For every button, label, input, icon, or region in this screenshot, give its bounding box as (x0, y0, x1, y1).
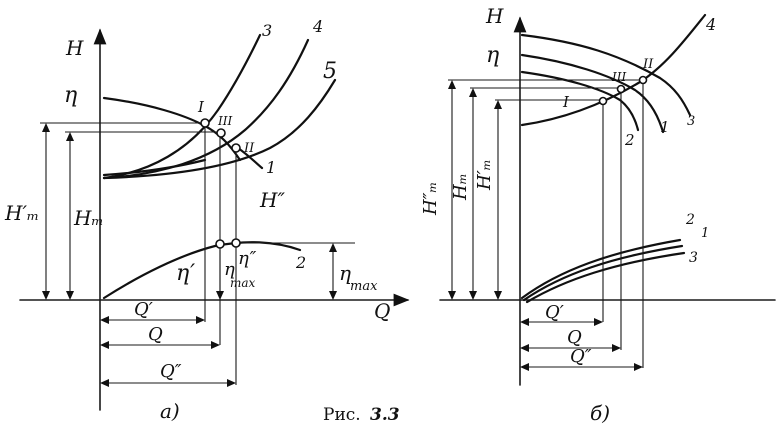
curve-3-label-a: 3 (262, 21, 272, 40)
curve-1-label-b: 1 (660, 118, 670, 136)
b-q3-r (634, 363, 643, 371)
curve-2-label-b: 2 (624, 131, 635, 149)
h-m-dblprime-label-b: H″ₘ (420, 182, 441, 216)
point-II-label-a: II (243, 141, 255, 156)
head-curve-top-b (520, 33, 692, 117)
q-dblprime-label-b: Q″ (570, 346, 592, 367)
curve-1-label-a: 1 (266, 158, 276, 177)
curve-4-label-a: 4 (312, 17, 323, 36)
efficiency-curve-2-b (520, 238, 682, 300)
point-III-label-b: III (611, 70, 626, 84)
b-arrow-3t (494, 100, 502, 109)
q-dblprime-label-a: Q″ (160, 361, 182, 382)
curve-4-label-b: 4 (705, 15, 716, 34)
b-arrow-2b (469, 291, 477, 300)
eta-max-arrow-bot (329, 291, 337, 300)
q-label-b: Q (567, 327, 582, 348)
b-arrow-1t (448, 80, 456, 89)
h-m-arrow-bot (66, 291, 74, 300)
q-prime-label-b: Q′ (545, 302, 564, 323)
panel-a: H Q ƞ 3 4 5 1 2 I III II H″ H′ₘ Hₘ ƞ′ ƞ″… (4, 17, 410, 423)
q-dblprime-arrow-l (100, 379, 109, 387)
eta-max-label-right-a: ƞ (339, 261, 352, 285)
eta-dblprime-label-a: ƞ″ (238, 248, 257, 269)
curve-3-label-b: 3 (687, 114, 695, 129)
b-q1-l (520, 318, 529, 326)
q-dblprime-arrow-r (227, 379, 236, 387)
eta-max-sub-right-a: max (350, 279, 378, 294)
q-prime-label-a: Q′ (134, 299, 153, 320)
point-II-b (638, 75, 648, 85)
point-III-label-a: III (217, 114, 232, 128)
eta-max-inner-arrow-bot (216, 291, 224, 300)
point-I-label-b: I (562, 93, 570, 111)
h-m-prime-label-b: H′ₘ (474, 159, 495, 191)
eff-label-3-b: 3 (689, 250, 698, 266)
h-m-label-a: Hₘ (73, 206, 104, 230)
efficiency-curve-3-b (525, 251, 686, 304)
q-arrow-r (211, 341, 220, 349)
h-m-label-b: Hₘ (450, 173, 471, 201)
panel-b: H ƞ 4 1 2 3 I III II H″ₘ Hₘ H′ₘ 2 1 3 Q′… (420, 4, 776, 425)
h-m-prime-arrow-bot (42, 291, 50, 300)
q-arrow-l (100, 341, 109, 349)
b-q3-l (520, 363, 529, 371)
h-dblprime-label-a: H″ (259, 188, 285, 212)
panel-a-letter: a) (160, 399, 180, 423)
curve-3-a (102, 33, 262, 180)
eta-max-label-inner-a: ƞ (224, 259, 236, 280)
b-arrow-3b (494, 291, 502, 300)
q-label-a: Q (148, 324, 163, 345)
eta-prime-point-a (215, 239, 225, 249)
h-axis-label-b: H (485, 4, 504, 28)
point-I-b (598, 96, 608, 106)
eta-prime-label-a: ƞ′ (176, 261, 195, 286)
b-q1-r (594, 318, 603, 326)
eta-max-arrow-top (329, 243, 337, 252)
h-axis-label-a: H (65, 36, 84, 60)
q-prime-arrow-l (100, 316, 109, 324)
curve-4-a (102, 38, 310, 180)
caption-prefix: Рис. (323, 405, 361, 425)
q-prime-arrow-r (196, 316, 205, 324)
efficiency-curve-1-b (522, 244, 684, 302)
point-II-a (231, 143, 241, 153)
eff-label-1-b: 1 (701, 226, 709, 241)
eta-dblprime-point-a (231, 238, 241, 248)
panel-b-letter: б) (590, 401, 610, 425)
point-II-label-b: II (642, 57, 654, 72)
h-m-arrow-top (66, 132, 74, 141)
point-III-a (216, 128, 226, 138)
head-curve-low-b (520, 70, 640, 132)
h-m-prime-label-a: H′ₘ (4, 201, 39, 225)
point-I-label-a: I (197, 98, 205, 116)
point-III-b (616, 84, 626, 94)
curve-1-a (102, 158, 207, 177)
h-m-prime-arrow-top (42, 123, 50, 132)
curve-2-label-a: 2 (295, 253, 306, 272)
point-I-a (200, 118, 210, 128)
curve-5-label-a: 5 (323, 59, 337, 84)
eta-max-sub-inner-a: max (230, 276, 256, 290)
eta-label-a: ƞ (64, 83, 78, 108)
b-arrow-2t (469, 88, 477, 97)
eta-label-b: ƞ (486, 43, 500, 68)
b-q2-l (520, 344, 529, 352)
curve-5-a (102, 78, 337, 180)
caption-number: 3.3 (370, 405, 400, 425)
eff-label-2-b: 2 (685, 212, 695, 228)
efficiency-curve-a (102, 241, 302, 300)
b-q2-r (612, 344, 621, 352)
b-arrow-1b (448, 291, 456, 300)
q-axis-label-a: Q (374, 299, 390, 323)
